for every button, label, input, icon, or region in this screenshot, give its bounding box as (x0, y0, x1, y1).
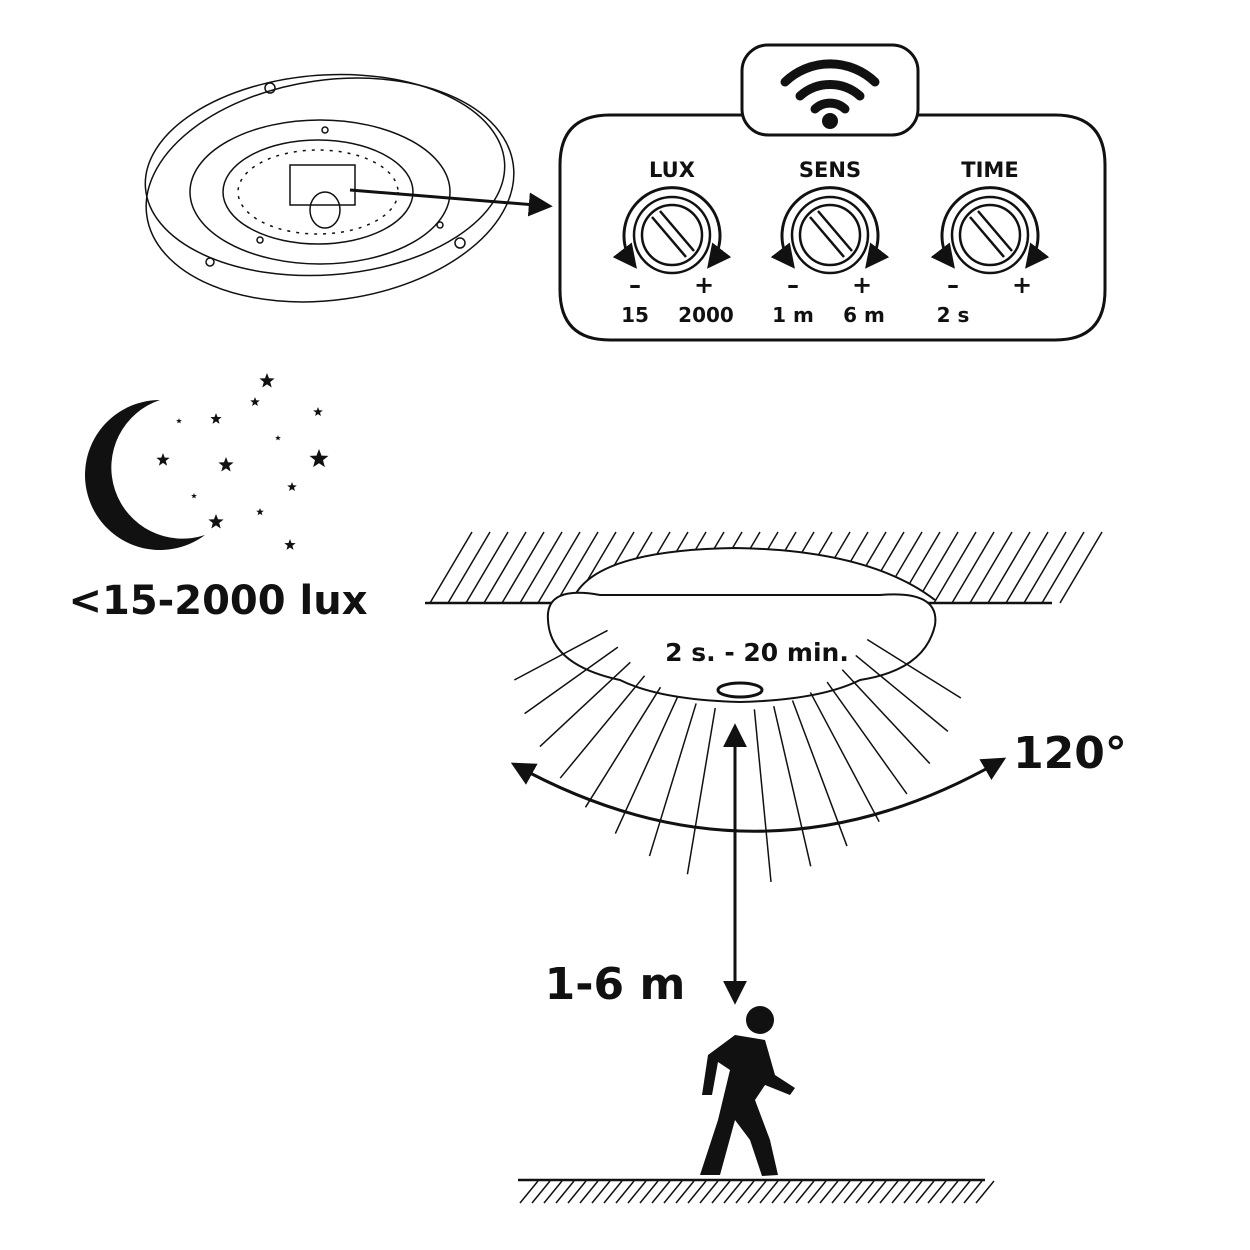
knob-sens[interactable]: SENS – +1 m 6 m (770, 158, 890, 327)
person-walking-icon (700, 1006, 795, 1176)
rotate-arrow (930, 186, 1050, 269)
minus-label: – (947, 271, 959, 299)
star-icon (309, 449, 329, 468)
star-icon (176, 418, 182, 424)
rotate-arrow (770, 186, 890, 269)
knob-label: SENS (799, 158, 861, 182)
angle-arc-arrow (510, 757, 1007, 833)
plus-label: + (852, 271, 872, 299)
min-value: 2 s (937, 303, 970, 327)
floor (518, 1178, 995, 1204)
star-icon (250, 397, 260, 406)
star-icon (208, 514, 224, 529)
moon-icon (85, 400, 205, 550)
star-icon (218, 457, 234, 472)
minus-label: – (629, 271, 641, 299)
lux-range-label: <15-2000 lux (68, 578, 367, 624)
wifi-icon (780, 59, 880, 129)
control-panel (558, 113, 1107, 342)
screw-slot (809, 216, 845, 258)
star-icon (256, 508, 264, 516)
star-icon (210, 413, 222, 424)
knob-lux[interactable]: LUX – +15 2000 (612, 158, 734, 327)
lamp-top-view (144, 73, 515, 303)
star-icon (259, 373, 275, 388)
angle-label: 120° (1013, 728, 1127, 779)
lamp-side-view (546, 546, 937, 704)
screw-slot (969, 216, 1005, 258)
screw-slot (651, 216, 687, 258)
knob-label: LUX (649, 158, 695, 182)
knob-time[interactable]: TIME – +2 s (930, 158, 1050, 327)
max-value: 6 m (843, 303, 885, 327)
star-icon (284, 539, 296, 550)
rotate-arrow (612, 186, 732, 269)
wifi-box (740, 43, 920, 137)
stars (156, 373, 329, 550)
knob-label: TIME (961, 158, 1018, 182)
star-icon (287, 482, 297, 491)
max-value: 2000 (678, 303, 734, 327)
sensor-lens (716, 681, 764, 699)
minus-label: – (787, 271, 799, 299)
star-icon (191, 493, 197, 499)
min-value: 15 (621, 303, 649, 327)
pointer-arrow (349, 188, 553, 217)
star-icon (156, 453, 170, 466)
plus-label: + (1012, 271, 1032, 299)
plus-label: + (694, 271, 714, 299)
star-icon (275, 435, 281, 441)
star-icon (313, 407, 323, 416)
min-value: 1 m (772, 303, 814, 327)
time-range-label: 2 s. - 20 min. (665, 638, 849, 667)
distance-label: 1-6 m (545, 959, 686, 1010)
